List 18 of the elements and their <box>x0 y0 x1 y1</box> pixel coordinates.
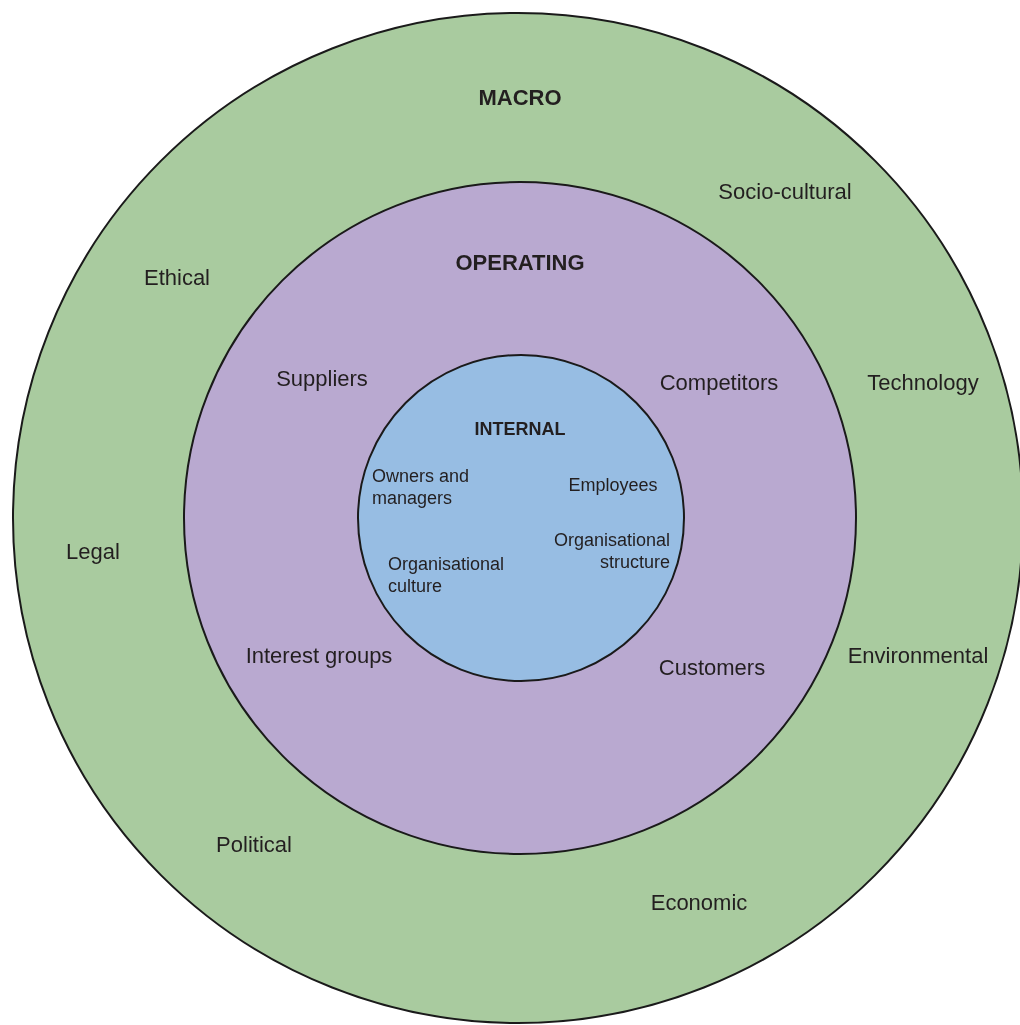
factor-label: Owners and managers <box>372 466 471 510</box>
factor-label: Customers <box>658 654 766 682</box>
factor-label: Technology <box>867 369 979 397</box>
factor-label: Competitors <box>659 369 779 397</box>
ring-title: OPERATING <box>455 249 585 277</box>
factor-label: Socio-cultural <box>718 178 852 206</box>
factor-label: Organisational culture <box>388 554 506 598</box>
factor-label: Suppliers <box>276 365 368 393</box>
ring-title: MACRO <box>478 84 562 112</box>
factor-label: Interest groups <box>245 642 393 670</box>
factor-label: Employees <box>568 475 658 497</box>
factor-label: Legal <box>66 538 120 566</box>
factor-label: Political <box>216 831 292 859</box>
factor-label: Organisational structure <box>552 530 670 574</box>
ring-title: INTERNAL <box>474 419 566 441</box>
factor-label: Environmental <box>847 642 989 670</box>
factor-label: Ethical <box>144 264 210 292</box>
factor-label: Economic <box>650 889 748 917</box>
